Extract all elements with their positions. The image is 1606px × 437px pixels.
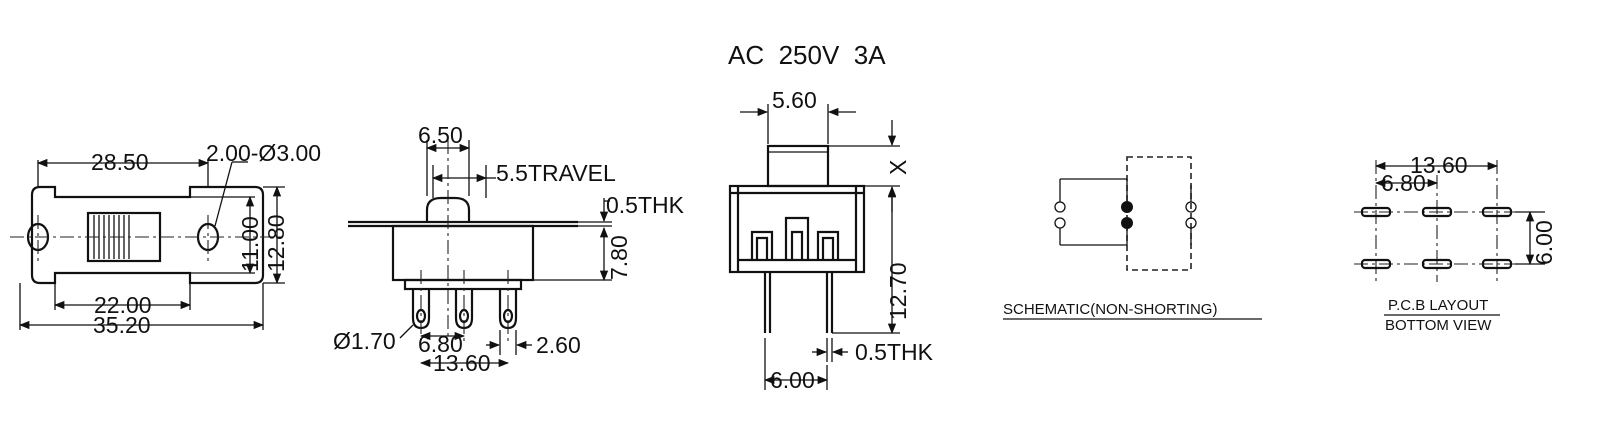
dim-total-width-label: 35.20	[93, 312, 151, 338]
dim-pin-span-label: 13.60	[433, 350, 491, 376]
side-view-body	[391, 224, 535, 282]
dim-hole-label: 2.00-Ø3.00	[206, 140, 321, 166]
dim-x-label: X	[885, 160, 911, 175]
dim-inner-height-label: 11.00	[237, 216, 263, 272]
dim-height-label: 12.70	[885, 262, 911, 320]
side-view: 6.50 5.5TRAVEL 0.5THK 7.80 Ø1.70 6.80 13…	[333, 122, 685, 376]
pcb-dim-row-label: 6.00	[1531, 220, 1557, 265]
dim-pin-dia-label: Ø1.70	[333, 328, 396, 354]
top-view-plate	[30, 185, 265, 285]
pcb-label-line2: BOTTOM VIEW	[1385, 317, 1492, 334]
end-view-contacts	[750, 216, 840, 260]
pcb-pads	[1360, 206, 1513, 270]
schematic-contact-common-top	[1121, 201, 1133, 213]
dim-thk-label: 0.5THK	[606, 192, 685, 218]
dim-outer-height-label: 12.80	[263, 214, 289, 272]
schematic-contact-left-top	[1054, 201, 1066, 213]
schematic: SCHEMATIC(NON-SHORTING)	[1003, 156, 1262, 320]
dim-pin-length-label: 6.00	[770, 367, 815, 393]
dim-travel-label: 5.5TRAVEL	[496, 160, 616, 186]
pcb-dim-span-label: 13.60	[1410, 152, 1468, 178]
schematic-contact-right-top	[1185, 201, 1197, 213]
dim-end-thk-label: 0.5THK	[855, 339, 934, 365]
schematic-contact-left-bottom	[1054, 217, 1066, 229]
schematic-contact-common-bottom	[1121, 217, 1133, 229]
dim-knob-label: 6.50	[418, 122, 463, 148]
rating-title: AC 250V 3A	[728, 40, 886, 70]
pcb-label-line1: P.C.B LAYOUT	[1388, 297, 1488, 314]
dim-height-label: 7.80	[606, 235, 632, 280]
top-view: 28.50 2.00-Ø3.00 11.00 12.80 22.00 35.20	[10, 140, 321, 338]
side-view-base	[403, 278, 523, 291]
schematic-slider-box	[1126, 156, 1192, 271]
schematic-contact-right-bottom	[1185, 217, 1197, 229]
schematic-label: SCHEMATIC(NON-SHORTING)	[1003, 301, 1217, 318]
end-view: 5.60 X 12.70 0.5THK 6.00	[728, 87, 934, 393]
dim-body-width-label: 22.00	[94, 292, 152, 318]
dim-knob-width-label: 5.60	[772, 87, 817, 113]
pcb-dim-pitch-label: 6.80	[1381, 170, 1426, 196]
dim-pin-pitch-label: 6.80	[418, 331, 463, 357]
pcb-layout: 13.60 6.80 6.00 P.C.B LAYOUT BOTTOM VIEW	[1354, 152, 1557, 334]
dim-pitch-label: 28.50	[91, 149, 149, 175]
end-view-housing	[728, 184, 866, 274]
dim-pin-width-label: 2.60	[536, 332, 581, 358]
